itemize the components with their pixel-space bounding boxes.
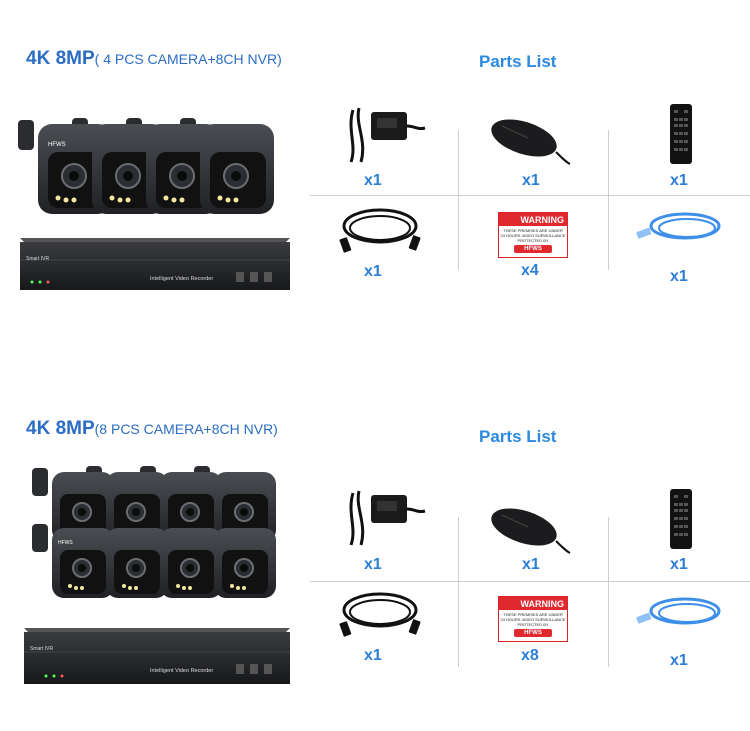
warning-sticker-heading: WARNING xyxy=(499,213,567,226)
svg-text:HFWS: HFWS xyxy=(58,540,73,546)
remote-control-qty: x1 xyxy=(670,172,688,189)
remote-control-qty: x1 xyxy=(670,556,688,573)
power-adapter-icon xyxy=(345,100,430,170)
warning-sticker-body: THESE PREMISES ARE UNDER 24 HOURS VIDEO … xyxy=(499,610,567,627)
mouse-qty: x1 xyxy=(522,172,540,189)
svg-text:Intelligent Video Recorder: Intelligent Video Recorder xyxy=(150,276,213,282)
power-adapter-qty: x1 xyxy=(364,556,382,573)
svg-text:Smart IVR: Smart IVR xyxy=(30,646,53,652)
warning-sticker-qty: x4 xyxy=(521,262,539,279)
mouse-icon xyxy=(488,501,573,556)
warning-sticker-body: THESE PREMISES ARE UNDER 24 HOURS VIDEO … xyxy=(499,226,567,243)
mouse-icon xyxy=(488,112,573,167)
warning-line-1: THESE PREMISES ARE UNDER xyxy=(503,228,563,233)
svg-text:Smart IVR: Smart IVR xyxy=(26,256,49,262)
warning-line-3: PROTECTED BY xyxy=(517,238,549,243)
warning-line-1: THESE PREMISES ARE UNDER xyxy=(503,612,563,617)
kit-title: 4K 8MP(8 PCS CAMERA+8CH NVR) xyxy=(26,418,278,440)
kit-title-sub: (8 PCS CAMERA+8CH NVR) xyxy=(94,421,278,437)
hdmi-cable-icon xyxy=(335,204,425,259)
warning-sticker-heading: WARNING xyxy=(499,597,567,610)
warning-line-2: 24 HOURS VIDEO SURVEILLANCE xyxy=(500,617,566,622)
parts-grid: x1 x1 x1 xyxy=(310,483,750,669)
kit-section-4cam: 4K 8MP( 4 PCS CAMERA+8CH NVR) Parts List xyxy=(0,0,750,340)
svg-text:HFWS: HFWS xyxy=(48,142,66,148)
product-image-8cam: HFWS Smart IVR Intelligent Video Recorde… xyxy=(0,462,300,687)
warning-line-2: 24 HOURS VIDEO SURVEILLANCE xyxy=(500,233,566,238)
kit-title-main: 4K 8MP xyxy=(26,418,95,439)
kit-title-main: 4K 8MP xyxy=(26,48,95,69)
network-cable-icon xyxy=(635,591,725,636)
network-cable-icon xyxy=(635,206,725,251)
parts-list-title: Parts List xyxy=(479,427,557,446)
power-adapter-qty: x1 xyxy=(364,172,382,189)
parts-grid: x1 x1 x1 xyxy=(310,100,750,285)
camera-kit-illustration: HFWS Smart IVR Intelligent Video Recorde… xyxy=(24,466,290,684)
network-cable-qty: x1 xyxy=(670,268,688,285)
kit-title: 4K 8MP( 4 PCS CAMERA+8CH NVR) xyxy=(26,48,282,70)
hdmi-cable-qty: x1 xyxy=(364,647,382,664)
warning-line-3: PROTECTED BY xyxy=(517,622,549,627)
hdmi-cable-qty: x1 xyxy=(364,263,382,280)
parts-list-title: Parts List xyxy=(479,52,557,71)
power-adapter-icon xyxy=(345,483,430,553)
network-cable-qty: x1 xyxy=(670,652,688,669)
mouse-qty: x1 xyxy=(522,556,540,573)
camera-kit-illustration: HFWS xyxy=(18,118,290,290)
kit-section-8cam: 4K 8MP(8 PCS CAMERA+8CH NVR) Parts List xyxy=(0,370,750,710)
hdmi-cable-icon xyxy=(335,588,425,643)
product-image-4cam: HFWS xyxy=(0,110,300,295)
warning-sticker-qty: x8 xyxy=(521,647,539,664)
kit-title-sub: ( 4 PCS CAMERA+8CH NVR) xyxy=(94,51,282,67)
warning-sticker-icon: WARNING THESE PREMISES ARE UNDER 24 HOUR… xyxy=(498,596,568,642)
svg-text:Intelligent Video Recorder: Intelligent Video Recorder xyxy=(150,668,213,674)
warning-sticker-brand: HFWS xyxy=(514,629,552,637)
warning-sticker-icon: WARNING THESE PREMISES ARE UNDER 24 HOUR… xyxy=(498,212,568,258)
remote-control-icon xyxy=(668,104,694,166)
remote-control-icon xyxy=(668,489,694,551)
warning-sticker-brand: HFWS xyxy=(514,245,552,253)
